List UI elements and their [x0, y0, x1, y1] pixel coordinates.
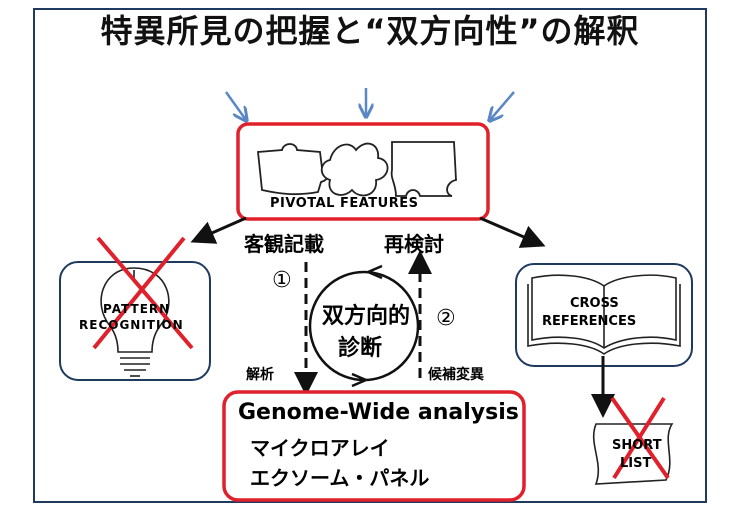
cross-label-line1: CROSS — [570, 296, 619, 311]
puzzle-pieces-icon — [257, 141, 457, 197]
cross-label-line2: REFERENCES — [542, 314, 637, 329]
arrow-to-pattern — [190, 216, 247, 244]
input-arrow-right — [490, 91, 515, 120]
arrow-to-cross — [479, 216, 546, 248]
slide-title: 特異所見の把握と“双方向性”の解釈 — [100, 12, 640, 50]
center-label-line1: 双方向的 — [322, 304, 411, 329]
step-2-marker: ② — [436, 306, 456, 331]
shortlist-label-line1: SHORT — [612, 438, 662, 453]
pivotal-features-label: PIVOTAL FEATURES — [270, 196, 419, 211]
shortlist-cross-out — [610, 396, 670, 480]
lightbulb-icon — [100, 267, 170, 377]
candidate-variants-label: 候補変異 — [428, 367, 484, 383]
cycle-arrow-top — [367, 264, 383, 280]
center-label-line2: 診断 — [338, 336, 383, 361]
objective-description-label: 客観記載 — [244, 232, 324, 256]
microarray-label: マイクロアレイ — [250, 436, 390, 460]
cycle-arrow-bottom — [351, 372, 367, 388]
pattern-label-line1: PATTERN — [103, 302, 171, 316]
exome-panel-label: エクソーム・パネル — [250, 466, 430, 490]
pattern-label-line2: RECOGNITION — [79, 318, 184, 332]
reexamination-label: 再検討 — [384, 232, 444, 256]
input-arrow-left — [224, 91, 246, 120]
short-list-scroll — [592, 423, 674, 485]
input-arrows — [224, 88, 515, 120]
step-1-marker: ① — [272, 268, 292, 293]
pattern-cross-out — [92, 236, 194, 350]
genome-wide-title: Genome-Wide analysis — [238, 400, 519, 425]
analysis-label: 解析 — [246, 367, 274, 383]
pattern-recognition-box — [59, 261, 211, 381]
open-book-icon — [527, 274, 681, 355]
shortlist-label-line2: LIST — [620, 456, 652, 471]
genome-wide-box — [222, 390, 526, 502]
